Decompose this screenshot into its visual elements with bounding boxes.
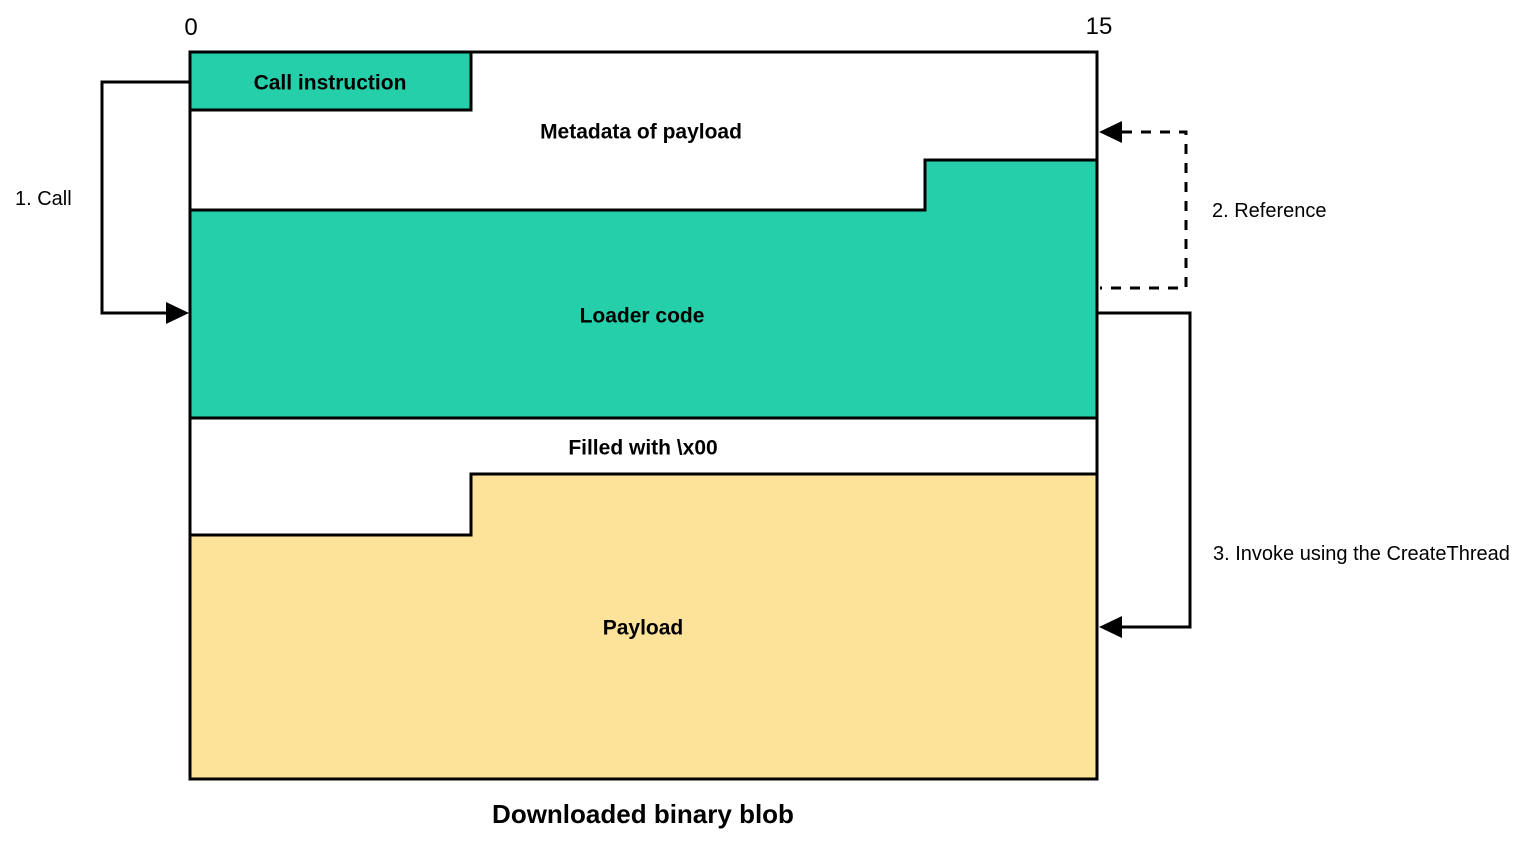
loader-code-label: Loader code xyxy=(579,304,705,328)
reference-arrow-line xyxy=(1100,130,1188,290)
annotation-invoke-label: 3. Invoke using the CreateThread xyxy=(1213,543,1510,565)
call-arrow-line xyxy=(100,80,190,315)
column-label-start: 0 xyxy=(184,14,198,41)
metadata-label: Metadata of payload xyxy=(540,120,742,144)
annotation-reference-label: 2. Reference xyxy=(1212,200,1327,222)
annotation-call-label: 1. Call xyxy=(15,188,72,210)
invoke-arrow-line xyxy=(1097,311,1192,629)
reference-arrowhead-icon xyxy=(1099,121,1122,143)
diagram-caption: Downloaded binary blob xyxy=(492,799,794,829)
call-instruction-label: Call instruction xyxy=(253,71,407,95)
filled-x00-label: Filled with \x00 xyxy=(568,436,718,460)
call-arrowhead-icon xyxy=(166,302,189,324)
loader-code-region xyxy=(188,158,1099,420)
invoke-arrowhead-icon xyxy=(1099,616,1122,638)
call-instruction-box xyxy=(188,50,473,112)
column-label-end: 15 xyxy=(1085,13,1113,40)
payload-region xyxy=(188,472,1099,781)
payload-label: Payload xyxy=(602,616,684,640)
